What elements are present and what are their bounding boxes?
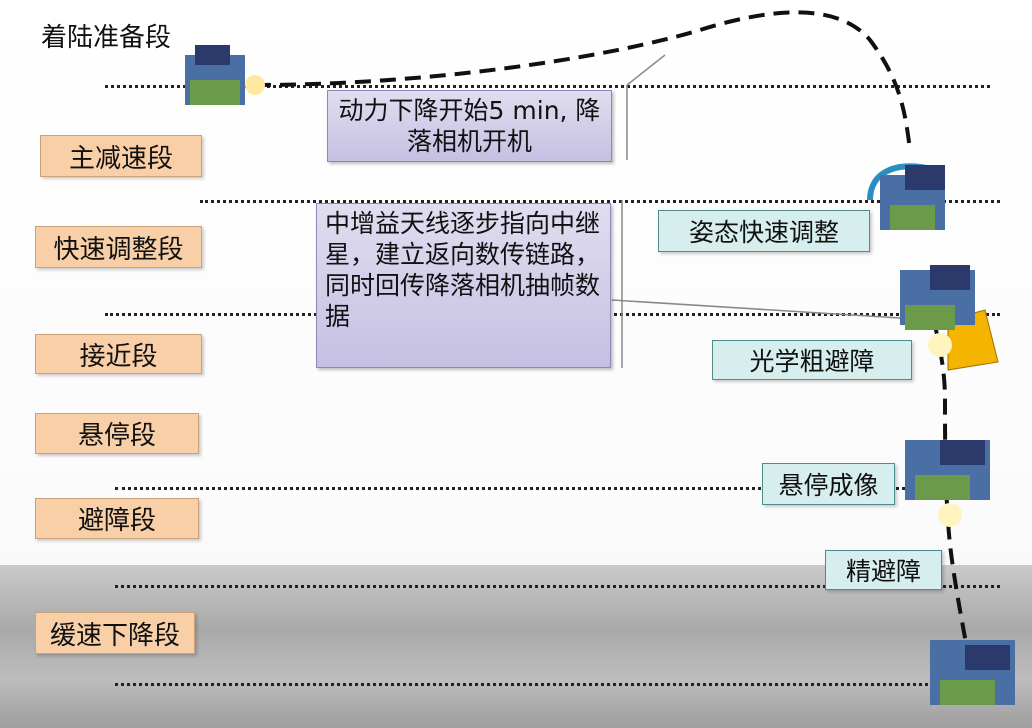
lander-icon <box>185 45 265 105</box>
phase-label-main-deceleration: 主减速段 <box>40 135 202 177</box>
phase-boundary-line <box>115 683 1000 686</box>
lander-icon <box>880 165 945 230</box>
phase-label-quick-adjust: 快速调整段 <box>35 226 202 268</box>
lander-icon <box>900 265 975 357</box>
leader-line <box>611 299 901 319</box>
phase-boundary-line <box>105 85 990 88</box>
event-attitude-adjust: 姿态快速调整 <box>658 210 870 252</box>
lander-icon <box>930 640 1015 705</box>
event-coarse-avoidance: 光学粗避障 <box>712 340 912 380</box>
phase-label-landing-prep: 着陆准备段 <box>40 22 171 53</box>
note-relay-antenna: 中增益天线逐步指向中继星，建立返向数传链路，同时回传降落相机抽帧数据 <box>316 203 611 368</box>
event-fine-avoidance: 精避障 <box>825 550 942 590</box>
phase-label-obstacle-avoidance: 避障段 <box>35 498 199 539</box>
phase-boundary-line <box>200 200 1000 203</box>
phase-label-hover: 悬停段 <box>35 413 199 454</box>
phase-boundary-line <box>115 585 1000 588</box>
lander-icon <box>905 440 990 527</box>
event-hover-imaging: 悬停成像 <box>762 463 895 505</box>
phase-label-slow-descent: 缓速下降段 <box>35 612 195 654</box>
phase-boundary-line <box>115 487 990 490</box>
leader-line <box>626 54 666 86</box>
note-camera-on: 动力下降开始5 min, 降落相机开机 <box>327 90 612 162</box>
phase-label-approach: 接近段 <box>35 334 202 374</box>
